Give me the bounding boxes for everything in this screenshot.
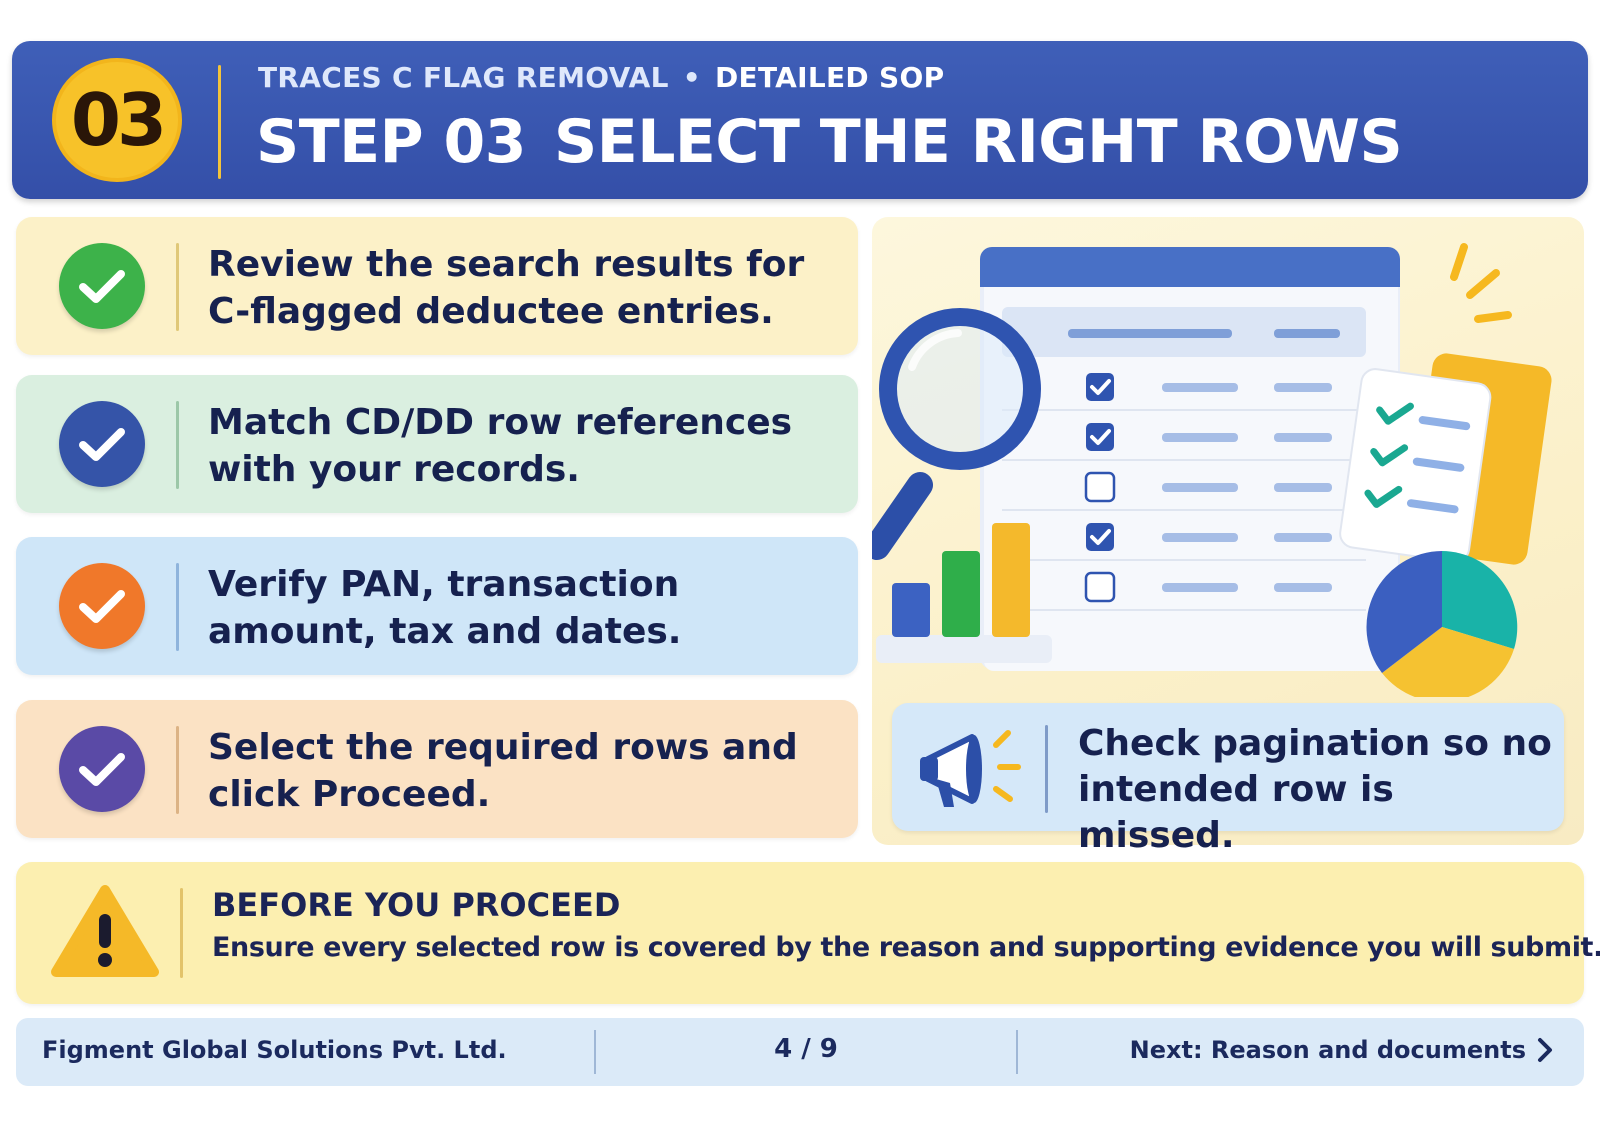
illustration-panel [864,217,1584,845]
subtitle-text: TRACES C FLAG REMOVAL [258,61,669,94]
next-label: Next: Reason and documents [1129,1036,1526,1064]
pagination-tip: Check pagination so no intended row is m… [892,703,1564,856]
checkbox-checked [1086,523,1114,551]
warning-triangle-icon [50,884,160,984]
step-text: Select the required rows and click Proce… [208,727,798,815]
footer-divider [594,1030,596,1074]
cell-placeholder [1162,433,1238,442]
cell-placeholder [1162,383,1238,392]
next-link[interactable]: Next: Reason and documents [1130,1036,1554,1064]
cell-placeholder [1274,583,1332,592]
megaphone-icon [914,723,1024,817]
card-divider [176,726,179,814]
chevron-right-icon [1538,1038,1552,1062]
tip-text: Check pagination so no intended row is m… [1078,723,1552,856]
step-text: Match CD/DD row references with your rec… [208,402,793,490]
row-separator [1002,409,1366,411]
step-text: Review the search results for C-flagged … [208,244,805,332]
page-indicator: 4 / 9 [774,1034,838,1064]
magnifier-icon [864,308,1041,560]
cell-placeholder [1274,433,1332,442]
warning-divider [180,888,183,978]
tip-divider [1045,725,1048,813]
header-banner: 03 TRACES C FLAG REMOVAL • DETAILED SOP ST… [12,41,1588,199]
warning-title: BEFORE YOU PROCEED [212,886,621,924]
checklist-document [1339,368,1492,563]
check-icon [1090,429,1111,445]
step-card-verify: Verify PAN, transaction amount, tax and … [16,537,858,675]
header-subtitle: TRACES C FLAG REMOVAL • DETAILED SOP [258,61,944,94]
subtitle-tag: DETAILED SOP [714,61,945,94]
footer-divider [1016,1030,1018,1074]
cell-placeholder [1162,583,1238,592]
cell-placeholder [1274,533,1332,542]
check-icon [1090,529,1111,545]
check-icon [1090,379,1111,395]
title-main: SELECT THE RIGHT ROWS [554,107,1403,177]
check-circle-icon [59,563,145,649]
row-separator [1002,609,1366,611]
spreadsheet-rows [1002,373,1366,611]
check-circle-icon [59,243,145,329]
cell-placeholder [1274,483,1332,492]
pie-chart-icon [1366,551,1518,702]
sparkle-icon [1450,243,1512,323]
checkbox-checked [1086,373,1114,401]
row-separator [1002,509,1366,511]
check-circle-icon [59,401,145,487]
row-separator [1002,559,1366,561]
step-card-match: Match CD/DD row references with your rec… [16,375,858,513]
card-divider [176,243,179,331]
warning-body: Ensure every selected row is covered by … [212,932,1600,963]
bar-chart-icon [876,523,1052,663]
step-text: Verify PAN, transaction amount, tax and … [208,564,682,652]
before-you-proceed-banner: BEFORE YOU PROCEED Ensure every selected… [16,862,1600,1004]
step-number-badge: 03 [52,58,182,182]
page-title: STEP 03 SELECT THE RIGHT ROWS [256,107,1403,177]
row-separator [1002,459,1366,461]
spreadsheet-window [980,247,1400,671]
footer: Figment Global Solutions Pvt. Ltd. 4 / 9… [16,1018,1584,1086]
cell-placeholder [1162,533,1238,542]
subtitle-separator: • [682,61,701,94]
checkbox-unchecked [1084,571,1116,603]
checkbox-checked [1086,423,1114,451]
checkbox-unchecked [1084,471,1116,503]
step-card-review: Review the search results for C-flagged … [16,217,858,355]
company-name: Figment Global Solutions Pvt. Ltd. [42,1036,507,1064]
card-divider [176,401,179,489]
check-circle-icon [59,726,145,812]
title-step: STEP 03 [256,107,527,177]
step-card-select: Select the required rows and click Proce… [16,700,858,838]
card-divider [176,563,179,651]
table-selection-illustration [864,243,1552,702]
header-divider [218,65,221,179]
cell-placeholder [1274,383,1332,392]
cell-placeholder [1162,483,1238,492]
